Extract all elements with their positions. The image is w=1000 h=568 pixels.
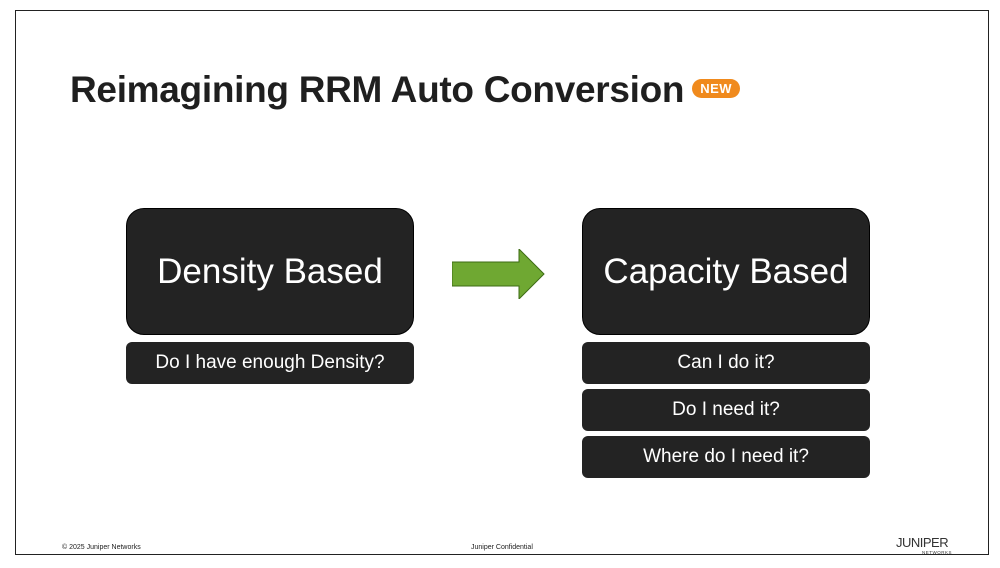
slide-title: Reimagining RRM Auto Conversion [70,69,685,110]
capacity-based-box: Capacity Based [582,208,870,335]
copyright-text: © 2025 Juniper Networks [62,544,141,551]
svg-text:NETWORKS: NETWORKS [922,550,952,555]
capacity-question-3: Where do I need it? [582,436,870,478]
capacity-question-2: Do I need it? [582,389,870,431]
capacity-question-1: Can I do it? [582,342,870,384]
confidential-text: Juniper Confidential [471,544,533,551]
new-badge: NEW [692,78,741,98]
juniper-logo-icon: JUNIPER NETWORKS [896,535,952,555]
density-question-1: Do I have enough Density? [126,342,414,384]
title-row: Reimagining RRM Auto Conversion NEW [70,69,741,111]
svg-text:JUNIPER: JUNIPER [896,535,948,550]
slide: Reimagining RRM Auto Conversion NEW Dens… [15,10,989,555]
density-based-box: Density Based [126,208,414,335]
right-arrow-icon [452,249,545,299]
